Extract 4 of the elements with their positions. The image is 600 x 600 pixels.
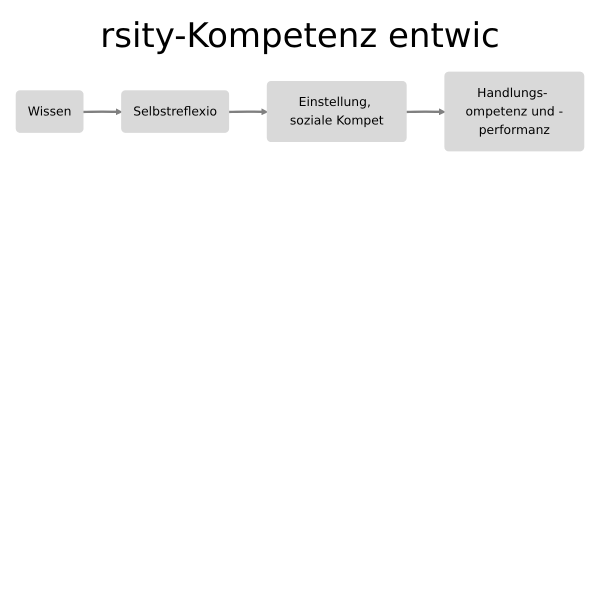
arrow <box>229 108 268 116</box>
arrow <box>83 108 122 116</box>
arrow <box>406 108 446 116</box>
title: rsity-Kompetenz entwic <box>99 16 501 56</box>
